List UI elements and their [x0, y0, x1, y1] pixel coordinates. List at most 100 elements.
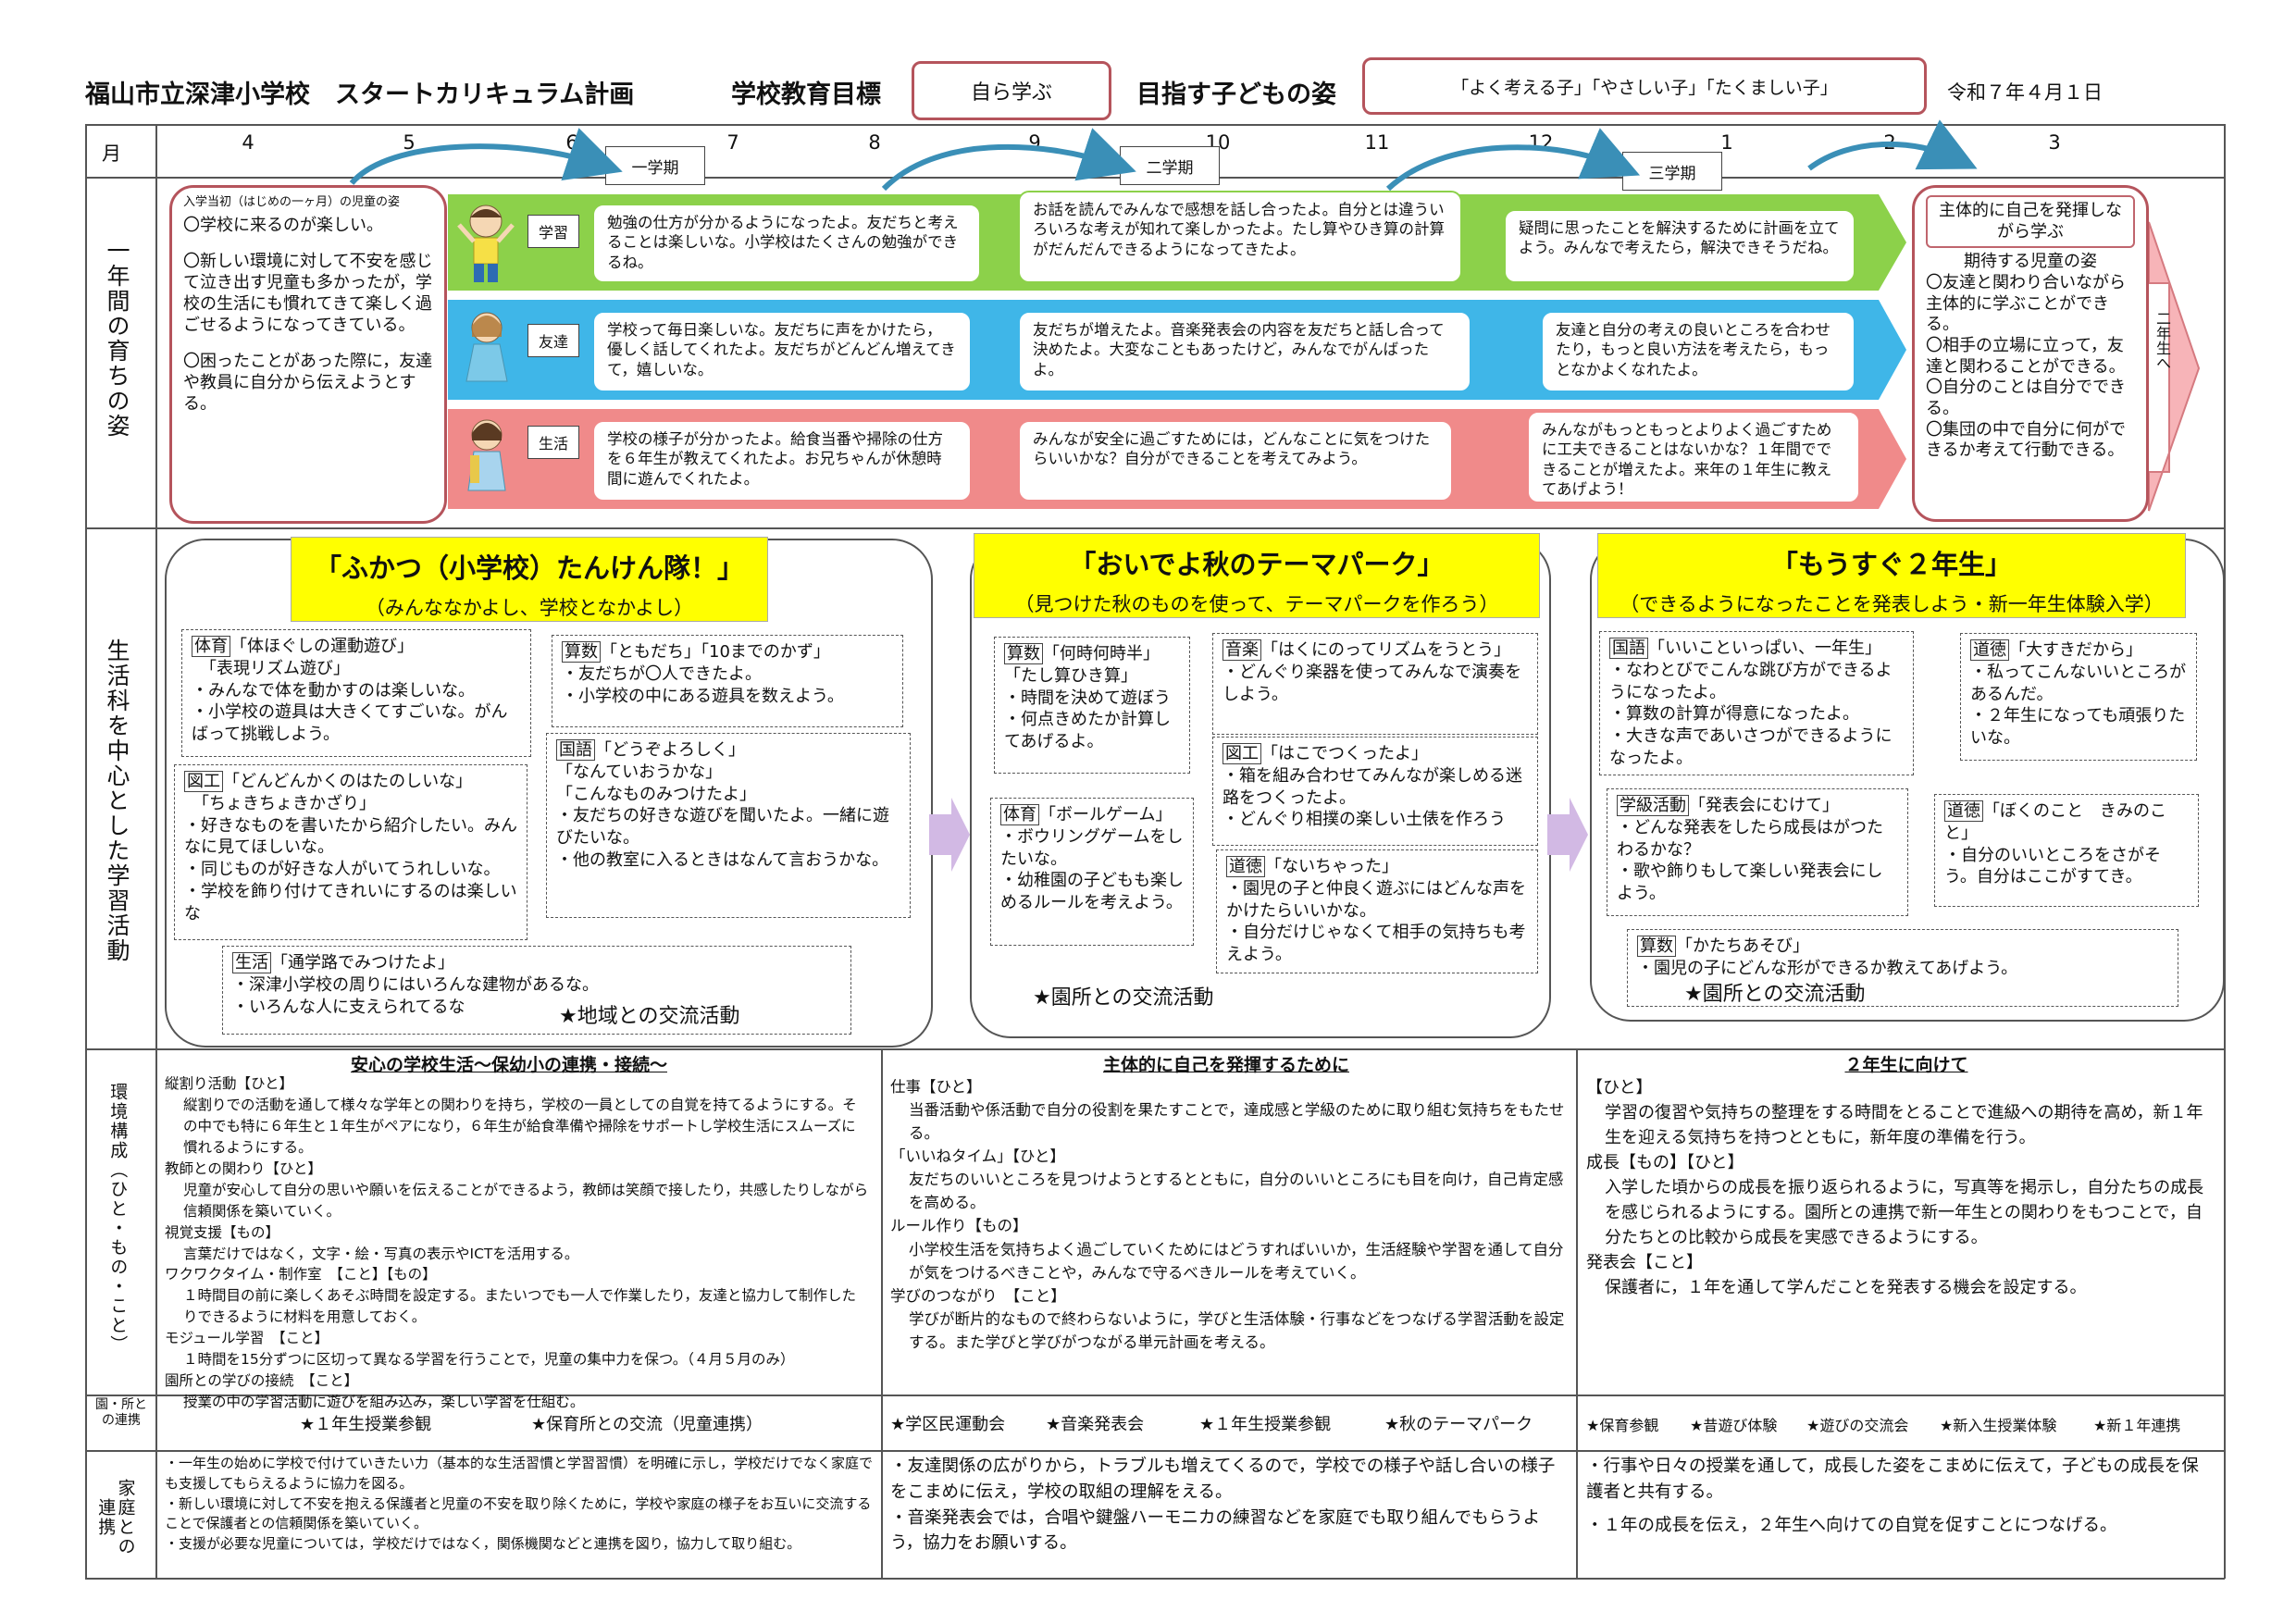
- partner-event: ★新１年連携: [2093, 1417, 2181, 1434]
- child-girl-illustration: [465, 312, 508, 382]
- line: 「かたちあそび」: [1676, 936, 1809, 956]
- subject-tag: 図工: [1222, 743, 1261, 764]
- unit-1-subtitle: （みんななかよし、学校となかよし）: [365, 597, 694, 619]
- env-heading: 発表会【こと】: [1586, 1253, 1703, 1272]
- env-text: １時間を15分ずつに区切って異なる学習を行うことで，児童の集中力を保つ。（４月５…: [183, 1351, 795, 1369]
- home-item: ・支援が必要な児童については，学校だけではなく，関係機関などと連携を図り，協力し…: [165, 1535, 801, 1552]
- goal-item: 〇相手の立場に立って，友達と関わることができる。: [1926, 336, 2126, 377]
- env-text: 言葉だけではなく，文字・絵・写真の表示やICTを活用する。: [183, 1245, 579, 1262]
- line: ・いろんな人に支えられてるな: [232, 997, 465, 1017]
- u2-music-box: 音楽「はくにのってリズムをうとう」 ・どんぐり楽器を使ってみんなで演奏をしよう。: [1212, 633, 1538, 735]
- term-arrows: [349, 119, 1978, 192]
- env-text: 保護者に，１年を通して学んだことを発表する機会を設定する。: [1605, 1278, 2087, 1297]
- line: ・大きな声であいさつができるようになったよ。: [1609, 726, 1893, 768]
- goal-value-box: 自ら学ぶ: [912, 61, 1111, 120]
- line: ・自分だけじゃなくて相手の気持ちも考えよう。: [1226, 923, 1526, 964]
- growth-life-stage-2: みんなが安全に過ごすためには，どんなことに気をつけたらいいかな？自分ができること…: [1018, 420, 1453, 502]
- goal-subtitle: 期待する児童の姿: [1964, 252, 2097, 272]
- home-item: ・１年の成長を伝え，２年生へ向けての自覚を促すことにつなげる。: [1586, 1515, 2117, 1535]
- goal-value: 自ら学ぶ: [970, 81, 1052, 105]
- env-col3-list: 【ひと】 学習の復習や気持ちの整理をする時間をとることで進級への期待を高め，新１…: [1586, 1075, 2215, 1300]
- partner-event: ★保育所との交流（児童連携）: [531, 1415, 763, 1434]
- subject-tag: 図工: [184, 771, 223, 792]
- partner-event: ★秋のテーマパーク: [1384, 1415, 1533, 1434]
- line: ・歌や飾りもして楽しい発表会にしよう。: [1617, 862, 1883, 903]
- line: 「どんどんかくのはたのしいな」: [223, 772, 473, 791]
- u1-life-box: 生活「通学路でみつけたよ」 ・深津小学校の周りにはいろんな建物があるな。 ・いろ…: [222, 946, 851, 1035]
- home-item: ・友達関係の広がりから，トラブルも増えてくるので，学校での様子や話し合いの様子を…: [890, 1457, 1556, 1502]
- env-heading: 【ひと】: [1586, 1078, 1653, 1097]
- unit-3-title-box: 「もうすぐ２年生」 （できるようになったことを発表しよう・新一年生体験入学）: [1597, 533, 2186, 618]
- u1-pe-box: 体育「体ほぐしの運動遊び」 「表現リズム遊び」 ・みんなで体を動かすのは楽しいな…: [181, 629, 531, 757]
- month-8: 8: [868, 131, 881, 154]
- home-col1: ・一年生の始めに学校で付けていきたい力（基本的な生活習慣と学習習慣）を明確に示し…: [165, 1454, 874, 1555]
- subject-tag: 道徳: [1944, 800, 1983, 822]
- line: 「はくにのってリズムをうとう」: [1261, 640, 1511, 660]
- subject-tag: 学級活動: [1617, 795, 1689, 816]
- unit-1-title: 「ふかつ（小学校）たんけん隊！」: [314, 552, 744, 584]
- row-label-growth: 一年間の育ちの姿: [104, 239, 130, 439]
- line: ・小学校の中にある遊具を数えよう。: [562, 686, 844, 706]
- partner-event: ★１年生授業参観: [300, 1415, 432, 1434]
- partner-event: ★１年生授業参観: [1199, 1415, 1332, 1434]
- line: 「ちょきちょきかざり」: [184, 793, 376, 813]
- unit-3-subtitle: （できるようになったことを発表しよう・新一年生体験入学）: [1620, 593, 2164, 615]
- u3-moral-box-2: 道徳「ぼくのこと きみのこと」 ・自分のいいところをさがそう。自分はここがすてき…: [1934, 794, 2199, 907]
- line: ・なわとびでこんな跳び方ができるようになったよ。: [1609, 660, 1893, 702]
- subject-tag: 体育: [192, 636, 230, 657]
- entry-item: 〇新しい環境に対して不安を感じて泣き出す児童も多かったが，学校の生活にも慣れてき…: [183, 251, 433, 335]
- goal-item: 〇集団の中で自分に何ができるか考えて行動できる。: [1926, 419, 2126, 461]
- env-text: 当番活動や係活動で自分の役割を果たすことで，達成感と学級のために取り組む気持ちを…: [909, 1101, 1565, 1143]
- line: ・時間を決めて遊ぼう: [1004, 688, 1171, 708]
- line: ・友だちが〇人できたよ。: [562, 663, 762, 684]
- line: ・何点きめたか計算してあげるよ。: [1004, 710, 1171, 751]
- partner-event: ★学区民運動会: [890, 1415, 1006, 1434]
- growth-category-friends: 友達: [527, 324, 579, 357]
- month-1: 1: [1720, 131, 1733, 154]
- line: ・どんな発表をしたら成長はがつたわるかな？: [1617, 817, 1883, 860]
- u1-japanese-box: 国語「どうぞよろしく」 「なんていおうかな」 「こんなものみつけたよ」 ・友だち…: [546, 733, 911, 918]
- env-heading: 縦割り活動【ひと】: [165, 1075, 294, 1092]
- partner-event: ★保育参観: [1586, 1417, 1659, 1434]
- env-col2-list: 仕事【ひと】 当番活動や係活動で自分の役割を果たすことで，達成感と学級のために取…: [890, 1075, 1566, 1354]
- month-4: 4: [242, 131, 254, 154]
- u3-class-activity-box: 学級活動「発表会にむけて」 ・どんな発表をしたら成長はがつたわるかな？ ・歌や飾…: [1607, 788, 1908, 916]
- line: 「何時何時半」「たし算ひき算」: [1004, 644, 1160, 686]
- line: ・好きなものを書いたから紹介したい。みんなに見てほしいな。: [184, 815, 517, 858]
- env-text: 入学した頃からの成長を振り返られるように，写真等を掲示し，自分たちの成長を感じら…: [1605, 1178, 2204, 1247]
- env-heading: 仕事【ひと】: [890, 1078, 982, 1096]
- line: 「体ほぐしの運動遊び」: [230, 637, 414, 656]
- child-boy-illustration: [457, 205, 515, 282]
- partner-event: ★音楽発表会: [1046, 1415, 1145, 1434]
- term-2: 二学期: [1120, 146, 1220, 185]
- growth-friends-stage-1: 学校って毎日楽しいな。友だちに声をかけたら，優しく話してくれたよ。友だちがどんど…: [592, 311, 972, 392]
- unit-arrows: [929, 798, 1588, 872]
- line: ・箱を組み合わせてみんなが楽しめる迷路をつくったよ。: [1222, 765, 1522, 808]
- line: 「表現リズム遊び」: [192, 658, 350, 678]
- partner-event: ★遊びの交流会: [1806, 1417, 1909, 1434]
- subject-tag: 体育: [1000, 804, 1039, 825]
- line: ・算数の計算が得意になったよ。: [1609, 704, 1859, 725]
- goal-label: 学校教育目標: [731, 81, 881, 109]
- env-heading: モジュール学習 【こと】: [165, 1330, 329, 1347]
- growth-study-stage-2: お話を読んでみんなで感想を話し合ったよ。自分とは違ういろいろな考えが知れて楽しか…: [1018, 191, 1462, 283]
- env-col1-list: 縦割り活動【ひと】 縦割りでの活動を通して様々な学年との関わりを持ち，学校の一員…: [165, 1073, 870, 1413]
- subject-tag: 生活: [232, 952, 271, 973]
- growth-life-stage-3: みんながもっともっとよりよく過ごすために工夫できることはないかな？１年間でできる…: [1527, 411, 1860, 503]
- unit-3-title: 「もうすぐ２年生」: [1770, 549, 2013, 580]
- row-label-activities: 生活科を中心とした学習活動: [104, 638, 130, 963]
- u1-art-box: 図工「どんどんかくのはたのしいな」 「ちょきちょきかざり」 ・好きなものを書いた…: [174, 764, 527, 940]
- env-col2-title: 主体的に自己を発揮するために: [1102, 1055, 1349, 1075]
- growth-category-study: 学習: [527, 215, 579, 248]
- aim-label: 目指す子どもの姿: [1136, 81, 1336, 109]
- home-item: ・行事や日々の授業を通して，成長した姿をこまめに伝えて，子どもの成長を保護者と共…: [1586, 1457, 2199, 1502]
- env-text: 縦割りでの活動を通して様々な学年との関わりを持ち，学校の一員としての自覚を持てる…: [183, 1096, 857, 1156]
- growth-category-life: 生活: [527, 426, 579, 459]
- school-title: 福山市立深津小学校 スタートカリキュラム計画: [85, 81, 635, 109]
- growth-study-stage-3: 疑問に思ったことを解決するために計画を立てよう。みんなで考えたら，解決できそうだ…: [1504, 209, 1855, 283]
- line: ・２年生になっても頑張りたいな。: [1970, 706, 2186, 748]
- env-text: 小学校生活を気持ちよく過ごしていくためにはどうすればいいか，生活経験や学習を通し…: [909, 1240, 1564, 1282]
- growth-friends-stage-3: 友達と自分の考えの良いところを合わせたり，もっと良い方法を考えたら，もっとなかよ…: [1541, 311, 1855, 392]
- line: 「ボールゲーム」: [1039, 805, 1173, 824]
- env-text: 児童が安心して自分の思いや願いを伝えることができるよう，教師は笑顔で接したり，共…: [183, 1181, 869, 1220]
